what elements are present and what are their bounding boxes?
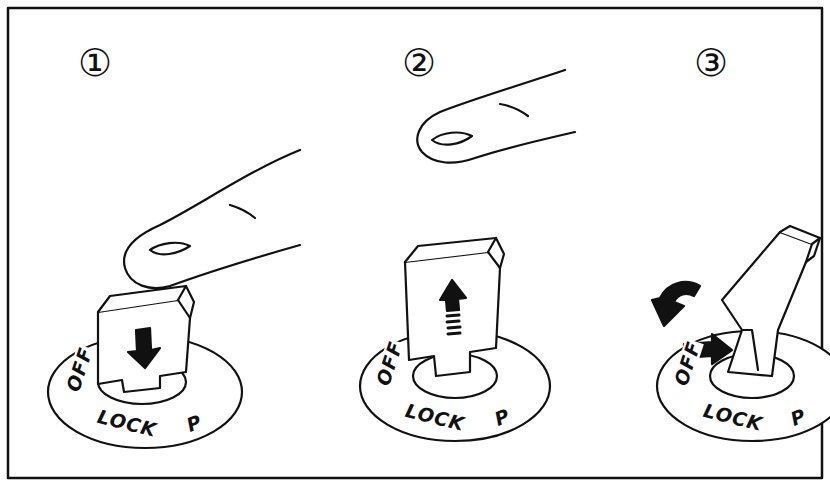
finger — [417, 70, 575, 163]
lock-lever-raised — [722, 226, 820, 376]
callout-number: ② — [402, 44, 436, 82]
callout-number: ③ — [694, 44, 728, 82]
callout-number: ① — [78, 44, 112, 82]
lock-button-pressed — [98, 286, 194, 392]
lock-button-released — [405, 238, 504, 376]
finger — [124, 150, 300, 288]
